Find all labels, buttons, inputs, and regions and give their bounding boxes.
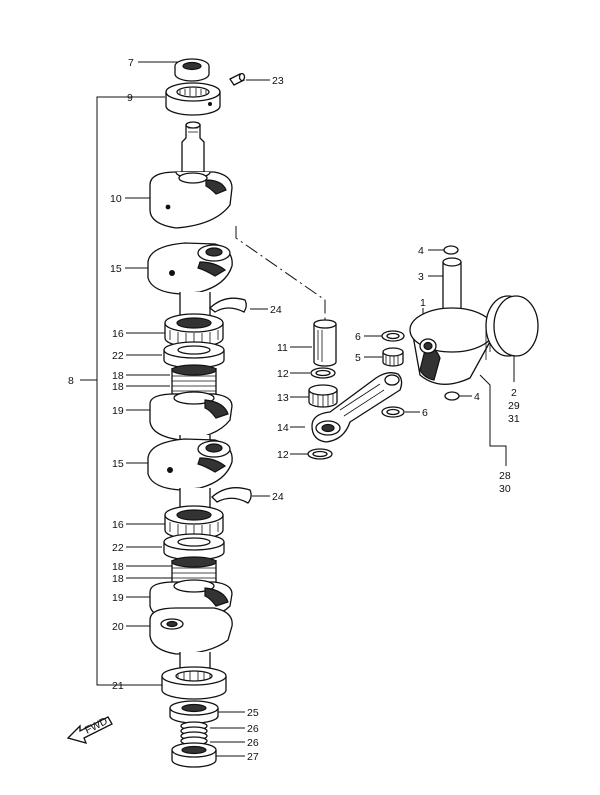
- part-label-20: 20: [112, 621, 124, 633]
- labyrinth-18b: [171, 556, 217, 587]
- bearing-16a: [164, 313, 224, 348]
- part-label-18: 18: [112, 573, 124, 585]
- part-label-26: 26: [247, 723, 259, 735]
- part-label-27: 27: [247, 751, 259, 763]
- bearing-13: [308, 384, 338, 408]
- crankshaft-assembly: [147, 58, 252, 768]
- part-label-1: 1: [420, 297, 426, 309]
- pin-23: [229, 72, 246, 86]
- part-label-24: 24: [270, 304, 282, 316]
- piston-rings-2: [485, 295, 539, 357]
- connecting-rod-14: [311, 372, 403, 443]
- part-label-11: 11: [277, 342, 288, 354]
- clip-4a: [443, 245, 459, 255]
- part-label-25: 25: [247, 707, 259, 719]
- part-label-7: 7: [128, 57, 134, 69]
- washer-6b: [381, 406, 405, 418]
- bearing-16b: [164, 505, 224, 540]
- ring-24a: [209, 297, 247, 313]
- part-label-6: 6: [355, 331, 361, 343]
- washer-12a: [310, 367, 336, 379]
- part-label-18: 18: [112, 381, 124, 393]
- part-label-19: 19: [112, 592, 124, 604]
- part-label-4: 4: [418, 245, 424, 257]
- part-label-2: 2: [511, 387, 517, 399]
- seal-22a: [163, 341, 225, 369]
- part-label-3: 3: [418, 271, 424, 283]
- leader-lines: [80, 61, 515, 757]
- leader-28-30: [479, 374, 507, 466]
- part-labels: 7 23 9 10 15 24 16 22 18 18 8 19 15 24 1…: [68, 57, 520, 763]
- bracket-8: [96, 96, 162, 686]
- part-label-10: 10: [110, 193, 122, 205]
- alignment-line: [235, 226, 326, 320]
- crank-web-15a: [147, 242, 233, 295]
- part-label-22: 22: [112, 542, 124, 554]
- part-label-15: 15: [112, 458, 124, 470]
- part-label-12: 12: [277, 449, 289, 461]
- part-label-12: 12: [277, 368, 289, 380]
- part-label-29: 29: [508, 400, 520, 412]
- part-label-21: 21: [112, 680, 124, 692]
- bearing-5: [382, 347, 404, 367]
- washer-12b: [307, 448, 333, 460]
- oil-seal-25: [169, 700, 219, 724]
- ring-24b: [211, 487, 252, 504]
- o-ring-26: [180, 721, 208, 746]
- part-label-9: 9: [127, 92, 133, 104]
- part-label-14: 14: [277, 422, 289, 434]
- part-label-30: 30: [499, 483, 511, 495]
- part-label-6: 6: [422, 407, 428, 419]
- bearing-9: [165, 82, 221, 116]
- labyrinth-18a: [171, 364, 217, 395]
- oil-seal-7: [174, 58, 210, 82]
- part-label-16: 16: [112, 328, 124, 340]
- washer-6a: [381, 330, 405, 342]
- part-label-13: 13: [277, 392, 289, 404]
- part-label-18: 18: [112, 561, 124, 573]
- seal-27: [171, 742, 217, 768]
- part-label-24: 24: [272, 491, 284, 503]
- crank-half-10: [149, 121, 233, 229]
- piston-pin-3: [442, 257, 462, 315]
- part-label-4: 4: [474, 391, 480, 403]
- part-label-18: 18: [112, 370, 124, 382]
- clip-4b: [444, 391, 460, 401]
- part-label-19: 19: [112, 405, 124, 417]
- seal-22b: [163, 533, 225, 561]
- part-label-23: 23: [272, 75, 284, 87]
- fwd-arrow: FWD: [66, 715, 113, 744]
- crank-half-20: [149, 607, 233, 669]
- part-label-28: 28: [499, 470, 511, 482]
- crank-pin-11: [313, 319, 337, 367]
- part-label-8: 8: [68, 375, 74, 387]
- part-label-5: 5: [355, 352, 361, 364]
- part-label-16: 16: [112, 519, 124, 531]
- part-label-15: 15: [110, 263, 122, 275]
- crank-web-15b: [147, 438, 233, 491]
- part-label-22: 22: [112, 350, 124, 362]
- piston-1: [409, 307, 495, 385]
- part-label-26: 26: [247, 737, 259, 749]
- connecting-rod-piston: [307, 245, 539, 460]
- part-label-31: 31: [508, 413, 520, 425]
- bearing-21: [161, 666, 227, 700]
